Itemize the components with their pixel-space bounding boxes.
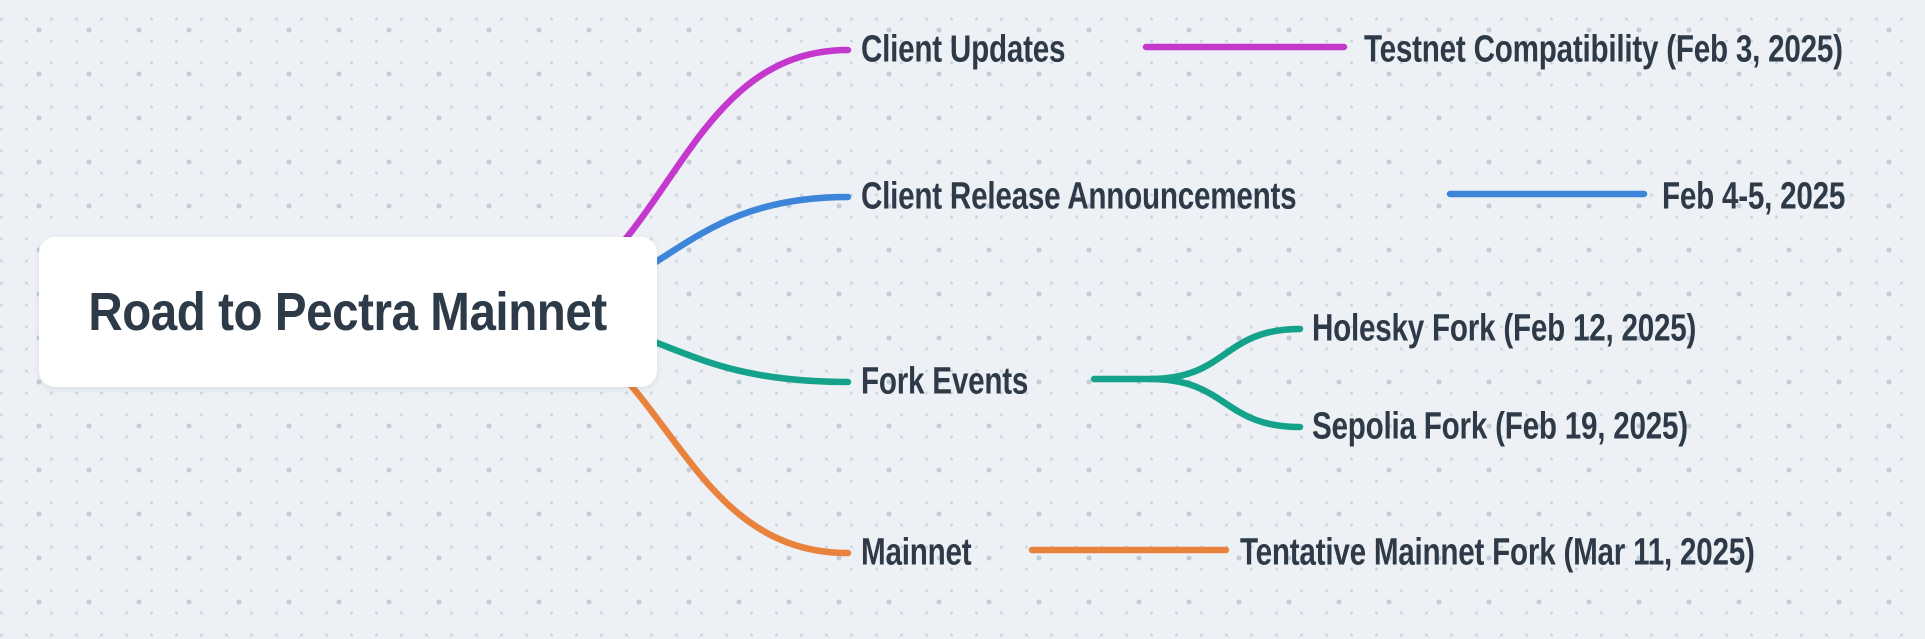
node-mainnet[interactable]: Mainnet [861, 532, 1002, 575]
node-mainnet-label: Mainnet [861, 531, 972, 574]
root-node[interactable]: Road to Pectra Mainnet [39, 237, 657, 387]
node-feb-4-5-2025-label: Feb 4-5, 2025 [1662, 175, 1846, 218]
node-testnet-compatibility[interactable]: Testnet Compatibility (Feb 3, 2025) [1364, 29, 1925, 72]
node-sepolia-fork[interactable]: Sepolia Fork (Feb 19, 2025) [1312, 406, 1794, 449]
node-holesky-fork[interactable]: Holesky Fork (Feb 12, 2025) [1312, 308, 1804, 351]
node-client-updates[interactable]: Client Updates [861, 29, 1123, 72]
root-node-label: Road to Pectra Mainnet [88, 282, 608, 342]
node-fork-events-label: Fork Events [861, 360, 1029, 403]
node-tentative-mainnet-fork-label: Tentative Mainnet Fork (Mar 11, 2025) [1240, 531, 1755, 574]
link-fork-holesky [1146, 325, 1304, 383]
node-client-updates-label: Client Updates [861, 28, 1066, 71]
node-client-release-announcements[interactable]: Client Release Announcements [861, 176, 1419, 219]
node-client-release-announcements-label: Client Release Announcements [861, 175, 1297, 218]
node-holesky-fork-label: Holesky Fork (Feb 12, 2025) [1312, 307, 1697, 350]
node-testnet-compatibility-label: Testnet Compatibility (Feb 3, 2025) [1364, 28, 1843, 71]
node-sepolia-fork-label: Sepolia Fork (Feb 19, 2025) [1312, 405, 1688, 448]
link-fork-sepolia [1146, 375, 1304, 431]
node-fork-events[interactable]: Fork Events [861, 361, 1075, 404]
node-tentative-mainnet-fork[interactable]: Tentative Mainnet Fork (Mar 11, 2025) [1240, 532, 1900, 575]
node-feb-4-5-2025[interactable]: Feb 4-5, 2025 [1662, 176, 1897, 219]
